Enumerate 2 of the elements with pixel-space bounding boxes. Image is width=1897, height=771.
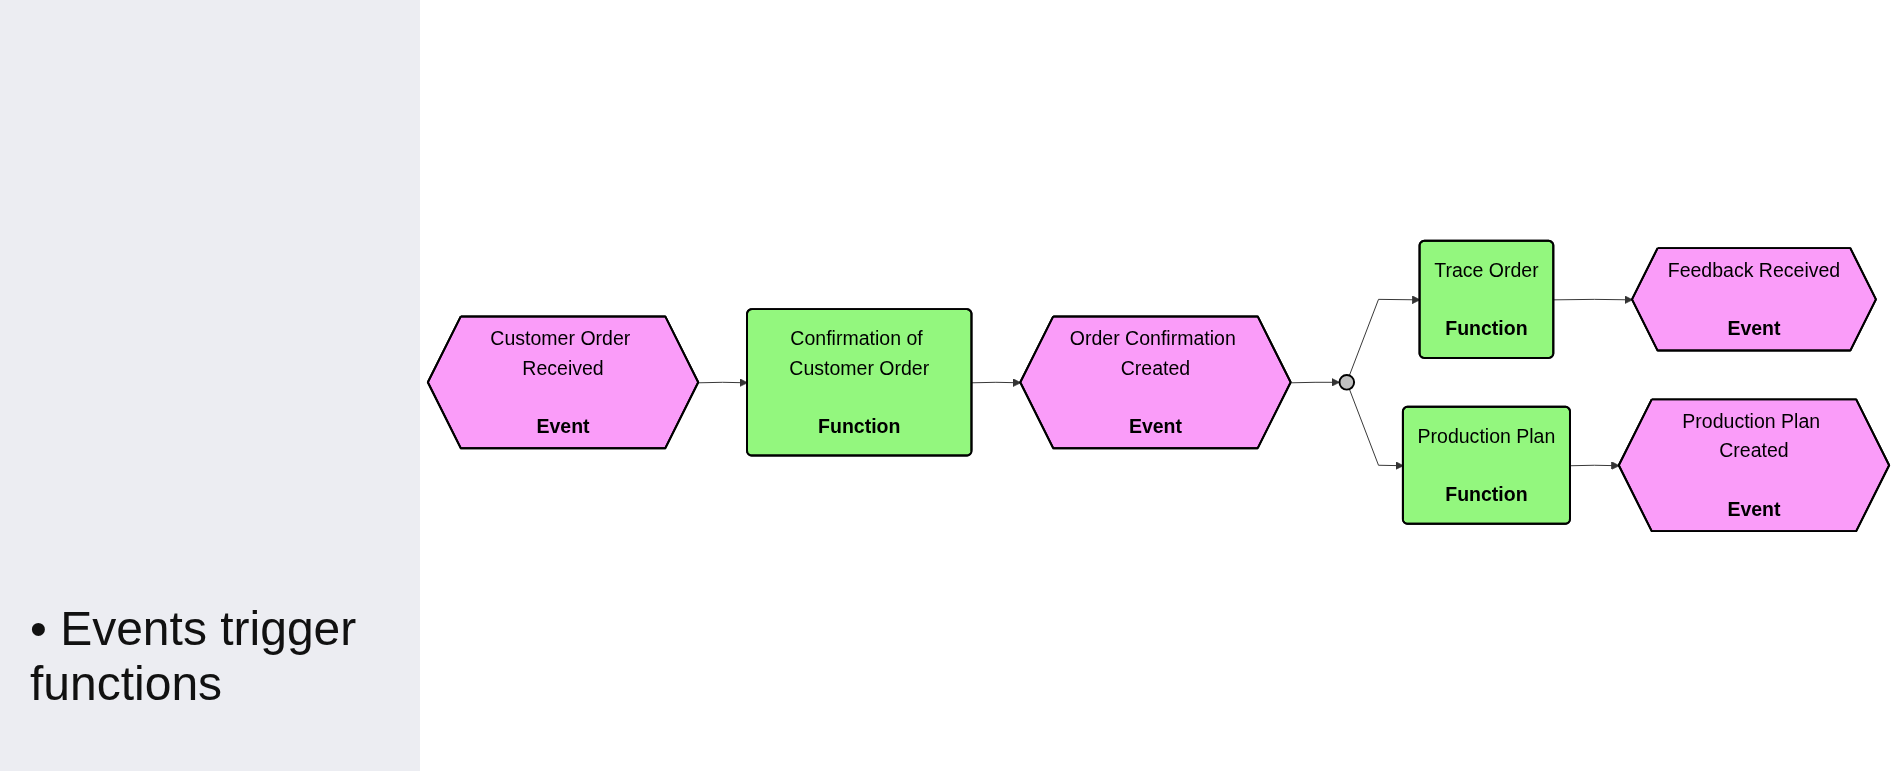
node-circle — [1338, 373, 1356, 391]
bullet-text: • Events trigger functions — [30, 601, 358, 711]
